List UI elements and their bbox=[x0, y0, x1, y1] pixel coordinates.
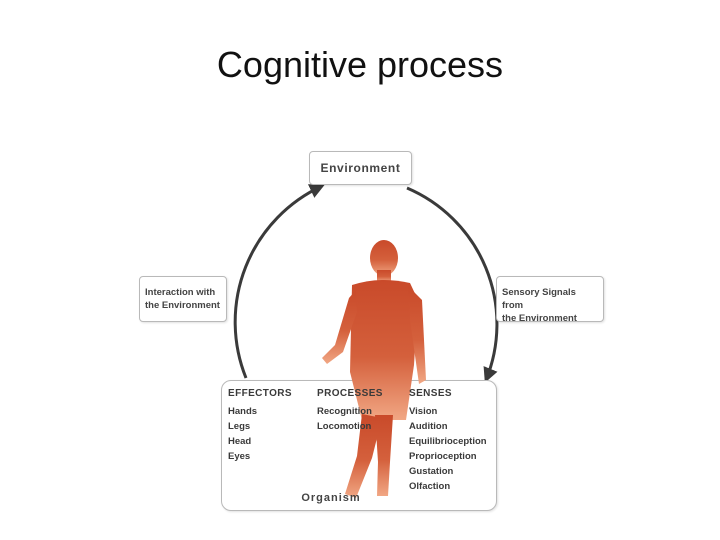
interaction-box: Interaction with the Environment bbox=[139, 276, 227, 322]
list-item: Locomotion bbox=[317, 421, 372, 432]
list-item: Gustation bbox=[409, 466, 454, 477]
arrow-env-to-senses bbox=[406, 186, 499, 383]
list-item: Legs bbox=[228, 421, 251, 432]
effectors-list: Hands Legs Head Eyes bbox=[228, 404, 257, 464]
list-item: Recognition bbox=[317, 406, 372, 417]
list-item: Eyes bbox=[228, 451, 251, 462]
effectors-heading: EFFECTORS bbox=[228, 388, 292, 399]
environment-box: Environment bbox=[309, 151, 412, 185]
sensory-signals-box: Sensory Signals from the Environment bbox=[496, 276, 604, 324]
list-item: Olfaction bbox=[409, 481, 451, 492]
list-item: Audition bbox=[409, 421, 448, 432]
sensory-signals-label: Sensory Signals from the Environment bbox=[502, 287, 577, 324]
list-item: Equilibrioception bbox=[409, 436, 487, 447]
slide-title: Cognitive process bbox=[216, 44, 504, 85]
arrow-effectors-to-env bbox=[233, 184, 325, 379]
senses-heading: SENSES bbox=[409, 388, 452, 399]
environment-label: Environment bbox=[320, 161, 401, 175]
list-item: Proprioception bbox=[409, 451, 477, 462]
processes-list: Recognition Locomotion bbox=[317, 404, 372, 434]
interaction-label: Interaction with the Environment bbox=[145, 287, 220, 311]
senses-list: Vision Audition Equilibrioception Propri… bbox=[409, 404, 487, 494]
list-item: Hands bbox=[228, 406, 258, 417]
list-item: Head bbox=[228, 436, 252, 447]
organism-label: Organism bbox=[301, 492, 361, 504]
list-item: Vision bbox=[409, 406, 438, 417]
processes-heading: PROCESSES bbox=[317, 388, 383, 399]
